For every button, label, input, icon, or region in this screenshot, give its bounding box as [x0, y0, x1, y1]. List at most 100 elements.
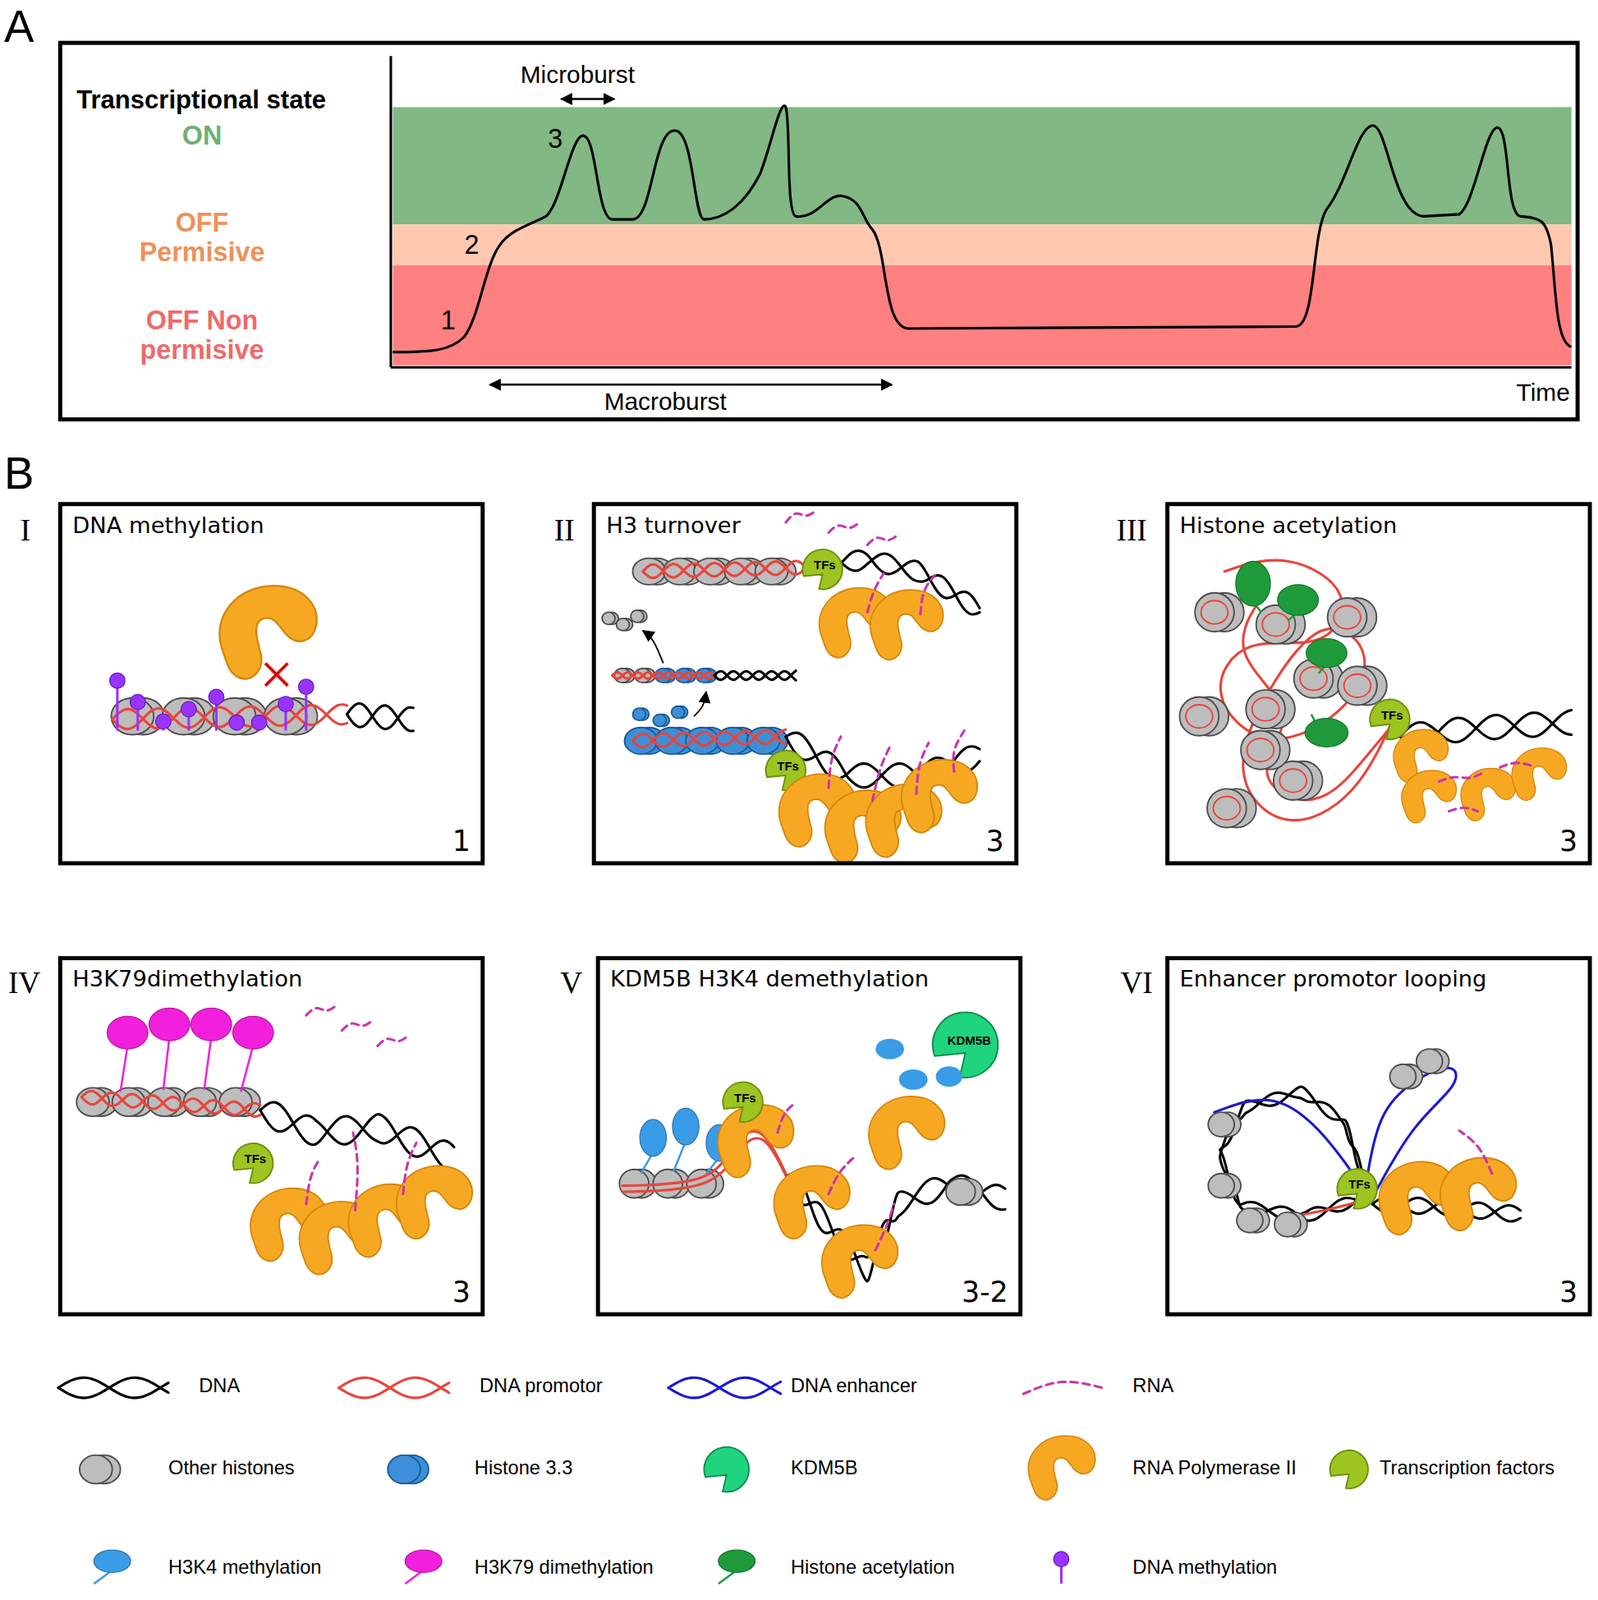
enzyme-label: KDM5B — [947, 1033, 992, 1047]
panel-numeral: VI — [1120, 964, 1153, 999]
blocked-cross — [265, 663, 288, 686]
histone — [1416, 1048, 1443, 1074]
panel-title: H3K79dimethylation — [72, 966, 303, 994]
acetyl-mark — [1277, 584, 1319, 616]
transcription-factor-shape — [1336, 1168, 1378, 1209]
transcription-factor — [722, 1081, 763, 1122]
panel-title: DNA methylation — [72, 512, 264, 540]
dna-strand — [714, 670, 796, 680]
rna-strand — [828, 1157, 854, 1194]
state-label: ON — [182, 121, 222, 152]
rna-strand — [872, 746, 890, 801]
h3k4me-mark — [899, 1069, 928, 1090]
panel-numeral: V — [560, 964, 583, 999]
rna-strand — [403, 1142, 417, 1194]
rna-polymerase-shape — [870, 589, 944, 660]
legend-label: H3K79 dimethylation — [474, 1556, 654, 1579]
histone — [1236, 1207, 1263, 1233]
tf-label: TFs — [734, 1091, 757, 1105]
rna-strand — [377, 1035, 409, 1046]
h3k4me-mark — [875, 1038, 905, 1060]
histone — [616, 618, 630, 631]
acetyl-mark — [1306, 638, 1348, 668]
legend-label: Histone acetylation — [790, 1556, 956, 1579]
promoter-dna — [642, 560, 812, 579]
methyl-group — [1053, 1551, 1070, 1567]
rna-strand — [920, 575, 935, 615]
legend-label: Other histones — [168, 1457, 295, 1479]
rna-polymerase-shape — [396, 1165, 473, 1239]
promoter-dna — [81, 1090, 260, 1115]
panel-title: KDM5B H3K4 demethylation — [610, 966, 929, 994]
rna-polymerase — [821, 1224, 898, 1298]
panel-numeral: II — [554, 513, 575, 547]
legend-label: DNA promotor — [479, 1375, 603, 1397]
histone-dna-wrap — [1201, 600, 1229, 624]
rna-strand — [306, 1005, 337, 1015]
rna-strand — [1449, 808, 1479, 812]
rna-strand — [1438, 773, 1482, 782]
rna-strand — [828, 736, 841, 788]
legend-label: RNA — [1132, 1375, 1174, 1397]
histone — [663, 558, 697, 585]
h3k4me-mark — [639, 1119, 666, 1157]
rna-polymerase-shape — [1460, 767, 1516, 821]
burst-label: Microburst — [520, 61, 635, 89]
state-number: 1 — [452, 824, 471, 859]
rna-polymerase — [1511, 748, 1567, 801]
methyl-group — [251, 714, 267, 731]
legend-label: DNA methylation — [1132, 1556, 1277, 1579]
rna-strand — [828, 522, 859, 533]
histone — [1194, 592, 1235, 632]
rna-strand — [353, 1132, 358, 1210]
histone — [1274, 1212, 1301, 1237]
methyl-group — [156, 713, 172, 730]
histone — [1337, 665, 1378, 705]
axis-label: Time — [1516, 379, 1571, 407]
mechanism-panel: H3K79dimethylation 3 — [58, 955, 485, 1317]
legend-promoter — [339, 1377, 450, 1398]
burst-curve — [392, 105, 1571, 353]
histone — [1327, 597, 1368, 637]
rna-strand — [916, 742, 929, 794]
promoter-dna — [622, 1138, 788, 1192]
panel-numeral: III — [1115, 513, 1147, 547]
histone — [79, 1455, 113, 1484]
panel-title: Enhancer promotor looping — [1180, 966, 1488, 994]
state-number: 3 — [1559, 824, 1578, 859]
rna-polymerase-shape — [1511, 748, 1567, 801]
state-number: 3 — [986, 824, 1005, 859]
kdm5b-enzyme — [703, 1446, 749, 1493]
panel-letter: B — [4, 449, 34, 499]
h3k4me-mark — [672, 1107, 699, 1145]
rna-polymerase — [1028, 1435, 1095, 1500]
histone — [601, 611, 616, 625]
legend-h3k79me2 — [404, 1549, 442, 1572]
legend-dna — [58, 1377, 169, 1398]
permissive-band — [392, 224, 1571, 266]
histone-dna-wrap — [1333, 605, 1361, 629]
state-label: OFF Non permisive — [97, 306, 308, 365]
rna-polymerase-shape — [821, 1224, 898, 1298]
methyl-group — [278, 696, 294, 712]
h3k79me2-mark-tail — [204, 1037, 212, 1090]
methyl-group — [298, 679, 314, 695]
promoter-dna — [642, 561, 812, 578]
legend-enhancer — [668, 1377, 781, 1398]
state-number: 3 — [452, 1275, 471, 1310]
histone — [1180, 697, 1220, 736]
promoter-dna — [632, 729, 786, 747]
legend-label: Transcription factors — [1379, 1457, 1555, 1479]
nonpermissive-band — [392, 265, 1571, 366]
dna-strand — [1220, 1092, 1366, 1221]
rna-polymerase — [870, 589, 944, 660]
burst-label: Macroburst — [604, 388, 727, 416]
rna-polymerase-shape — [868, 1096, 945, 1170]
histone — [1207, 1173, 1235, 1199]
rna-polymerase-shape — [901, 759, 978, 833]
histone-dna-wrap — [1185, 704, 1213, 728]
step-number: 2 — [463, 230, 479, 261]
legend-promoter — [339, 1377, 450, 1398]
rna-polymerase — [1460, 767, 1516, 821]
rna-strand — [1459, 1130, 1493, 1174]
